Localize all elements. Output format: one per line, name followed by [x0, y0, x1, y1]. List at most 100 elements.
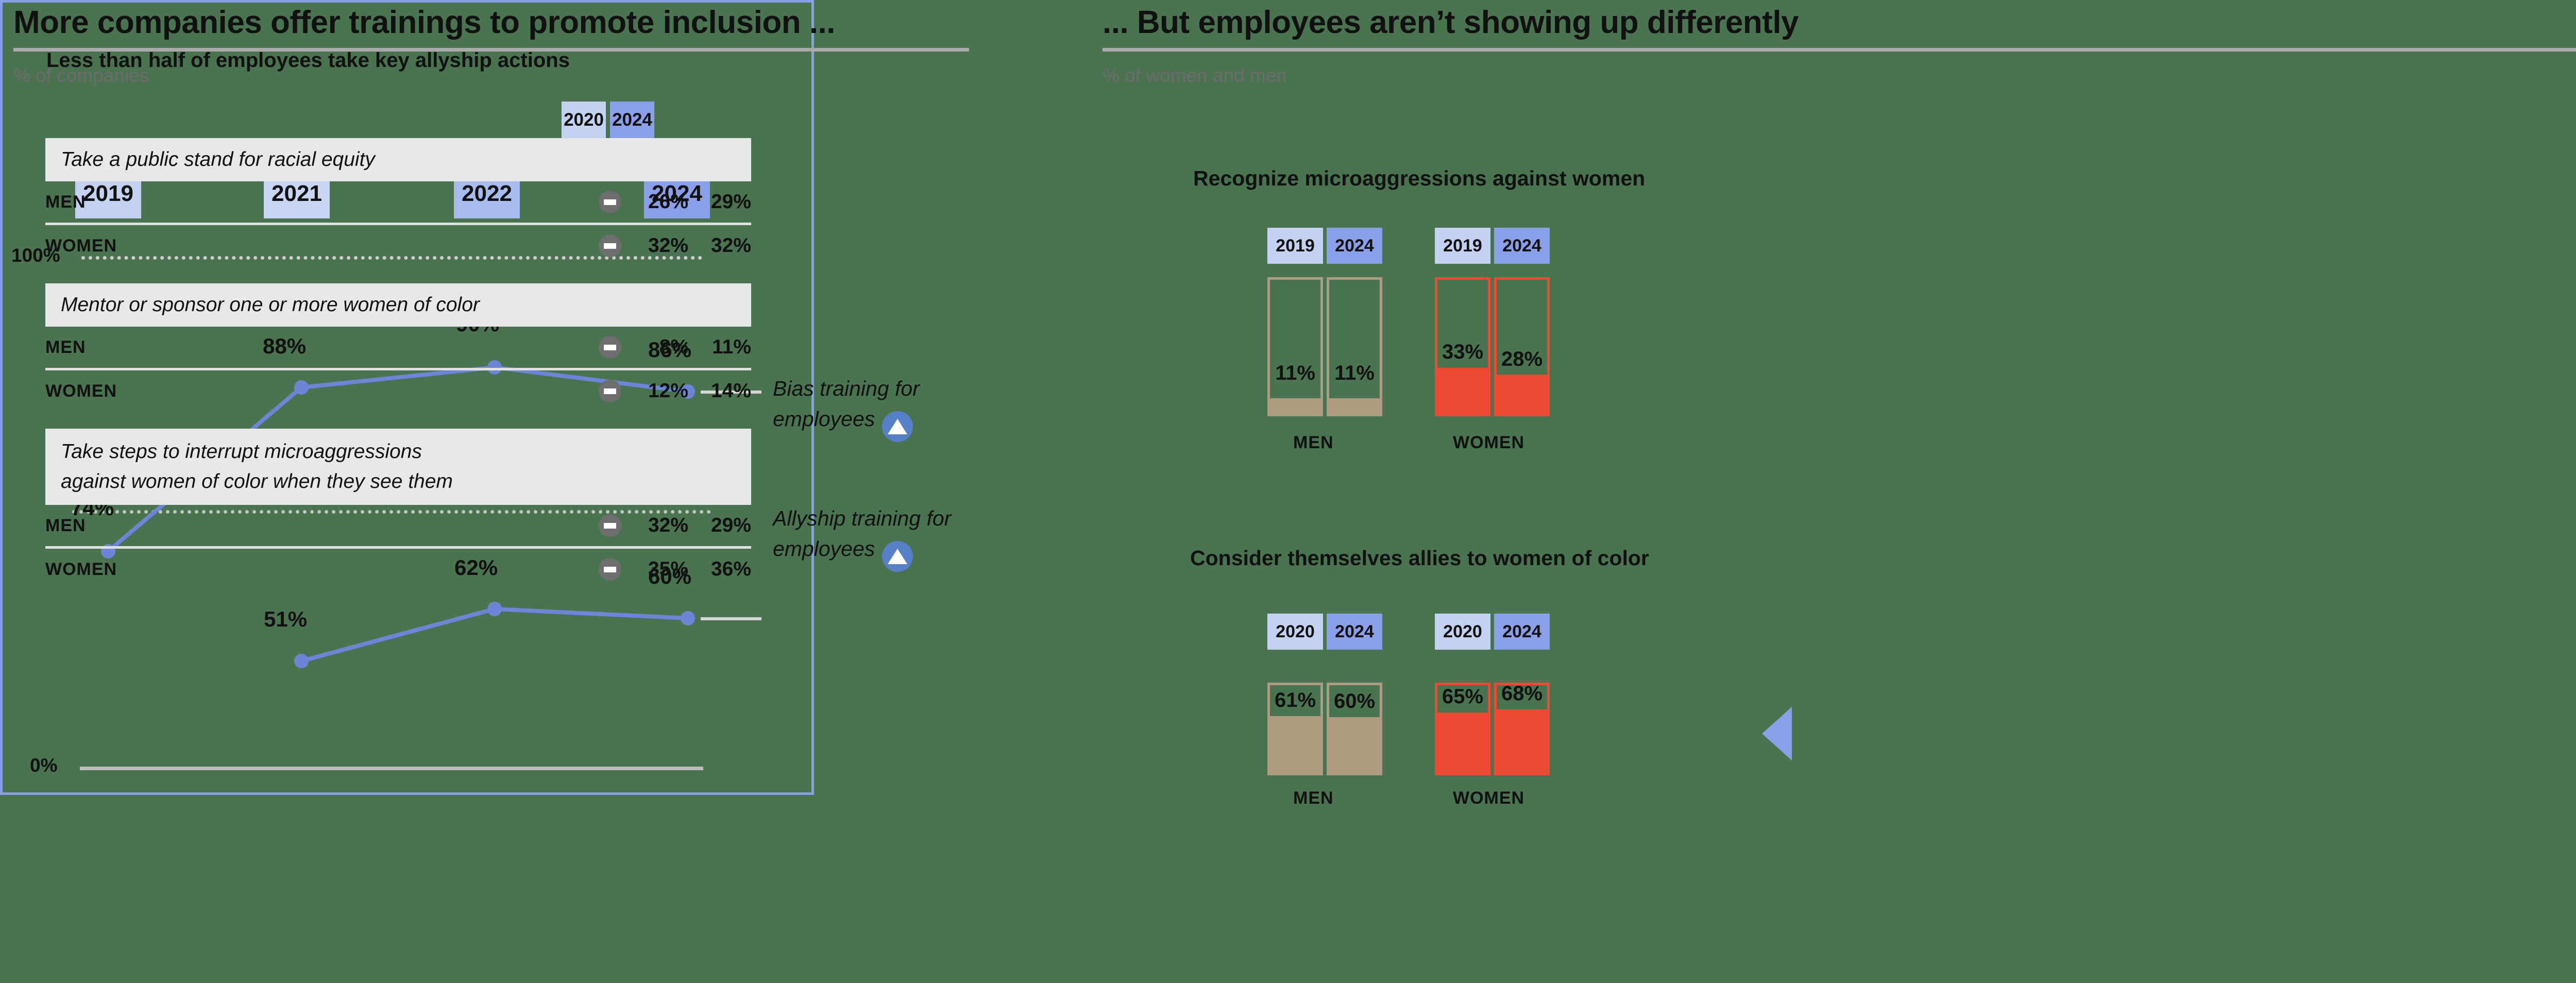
no-change-icon	[599, 336, 621, 359]
table-row[interactable]: WOMEN 35% 36%	[45, 549, 751, 590]
bias-legend-connector	[701, 391, 761, 394]
microaggressions-bar-chart: Recognize microaggressions against women…	[1103, 155, 1762, 484]
bar-year-badge-men-2024[interactable]: 2024	[1327, 228, 1382, 264]
year-label: 2020	[1443, 621, 1482, 641]
row-group-label: MEN	[45, 192, 86, 212]
panel-section-public-stand: Take a public stand for racial equity ME…	[45, 138, 751, 266]
axis-label-0: 0%	[30, 755, 58, 776]
no-change-icon	[599, 380, 621, 402]
row-value-2024: 29%	[710, 191, 751, 213]
bar-value: 28%	[1501, 348, 1543, 370]
row-group-label: MEN	[45, 515, 86, 535]
bar-fill	[1270, 398, 1320, 414]
bar-fill	[1329, 398, 1380, 414]
row-divider	[45, 546, 751, 549]
bar-year-badge-men-2019[interactable]: 2019	[1267, 228, 1323, 264]
bar-group-label-women: WOMEN	[1453, 433, 1525, 452]
bar-group-label-men: MEN	[1293, 788, 1334, 808]
no-change-icon	[599, 558, 621, 581]
row-value-2024: 14%	[710, 380, 751, 402]
no-change-icon	[599, 191, 621, 213]
bar-value: 61%	[1274, 689, 1316, 711]
datapoint-label-allyship-2024: 60%	[648, 564, 692, 588]
axis-line-0	[80, 767, 703, 770]
allies-chart-title: Consider themselves allies to women of c…	[1190, 546, 1649, 570]
bar-men-2024b: 60%	[1327, 683, 1382, 775]
year-badge-label: 2022	[462, 181, 512, 206]
row-divider	[45, 223, 751, 225]
bar-year-badge-women-2020[interactable]: 2020	[1435, 614, 1490, 650]
action-band: Mentor or sponsor one or more women of c…	[45, 283, 751, 327]
action-band: Take a public stand for racial equity	[45, 138, 751, 181]
bar-fill	[1497, 375, 1547, 414]
allyship-legend-connector	[701, 617, 761, 620]
row-value-2020: 32%	[648, 234, 688, 257]
left-title-rule	[13, 48, 969, 52]
bar-year-badge-women-2024[interactable]: 2024	[1494, 228, 1550, 264]
bar-fill	[1270, 716, 1320, 773]
year-label: 2024	[612, 110, 652, 130]
bar-group-label-men: MEN	[1293, 433, 1334, 452]
year-badge-label: 2021	[272, 181, 322, 206]
year-label: 2019	[1276, 235, 1315, 256]
no-change-icon	[599, 514, 621, 537]
gridline-100	[81, 256, 702, 260]
panel-year-header-2020[interactable]: 2020	[562, 101, 606, 139]
triangle-up-icon	[882, 411, 913, 443]
row-group-label: MEN	[45, 337, 86, 357]
bar-fill	[1497, 709, 1547, 773]
right-subtitle: % of women and men	[1103, 65, 1287, 86]
bar-women-2020: 65%	[1435, 683, 1490, 775]
action-label: Take steps to interrupt microaggressions…	[61, 440, 453, 493]
no-change-icon	[599, 234, 621, 257]
bar-women-2019: 33%	[1435, 277, 1490, 416]
action-label: Mentor or sponsor one or more women of c…	[61, 293, 480, 316]
bar-year-badge-men-2020[interactable]: 2020	[1267, 614, 1323, 650]
microaggressions-chart-title: Recognize microaggressions against women	[1193, 166, 1646, 190]
bar-year-badge-men-2024b[interactable]: 2024	[1327, 614, 1382, 650]
allyship-actions-panel: Less than half of employees take key all…	[0, 0, 814, 795]
bar-fill	[1437, 368, 1488, 414]
bar-value: 60%	[1333, 690, 1376, 713]
table-row[interactable]: WOMEN 12% 14%	[45, 370, 751, 412]
datapoint-label-bias-2021: 88%	[263, 334, 307, 358]
row-group-label: WOMEN	[45, 559, 117, 579]
year-label: 2024	[1335, 621, 1374, 641]
table-row[interactable]: WOMEN 32% 32%	[45, 225, 751, 266]
row-value-2020: 32%	[648, 514, 688, 536]
year-badge-label: 2019	[83, 181, 133, 206]
table-row[interactable]: MEN 8% 11%	[45, 327, 751, 368]
year-badge-2021[interactable]: 2021	[264, 169, 330, 218]
right-header: ... But employees aren’t showing up diff…	[1103, 4, 2576, 87]
trainings-line-chart: 2019 2021 2022 2024 100% 0% 74% 88% 90% …	[0, 155, 979, 824]
row-value-2020: 8%	[659, 336, 688, 358]
bar-value: 11%	[1275, 362, 1315, 384]
row-group-label: WOMEN	[45, 381, 117, 401]
datapoint-label-bias-2024: 86%	[648, 337, 692, 362]
left-subtitle: % of companies	[13, 65, 149, 86]
bar-year-badge-women-2019[interactable]: 2019	[1435, 228, 1490, 264]
bar-value: 65%	[1442, 685, 1484, 708]
panel-year-header-2024[interactable]: 2024	[610, 101, 654, 139]
bar-value: 11%	[1334, 362, 1375, 384]
bar-men-2020: 61%	[1267, 683, 1323, 775]
axis-label-100: 100%	[11, 245, 60, 266]
row-group-label: WOMEN	[45, 235, 117, 256]
allies-bar-chart: Consider themselves allies to women of c…	[1103, 533, 1762, 863]
bar-year-badge-women-2024b[interactable]: 2024	[1494, 614, 1550, 650]
year-label: 2020	[564, 110, 604, 130]
row-value-2024: 32%	[710, 234, 751, 257]
year-label: 2024	[1502, 621, 1541, 641]
table-row[interactable]: MEN 32% 29%	[45, 505, 751, 546]
bias-legend-label: Bias training for employees	[773, 374, 994, 443]
right-title-rule	[1103, 48, 2576, 52]
row-value-2020: 35%	[648, 558, 688, 580]
bar-value: 68%	[1501, 682, 1543, 705]
action-label: Take a public stand for racial equity	[61, 148, 375, 171]
bar-men-2024: 11%	[1327, 277, 1382, 416]
bar-group-label-women: WOMEN	[1453, 788, 1525, 808]
table-row[interactable]: MEN 26% 29%	[45, 181, 751, 223]
row-value-2024: 36%	[710, 558, 751, 580]
year-badge-label: 2024	[652, 181, 702, 206]
bar-fill	[1437, 713, 1488, 773]
